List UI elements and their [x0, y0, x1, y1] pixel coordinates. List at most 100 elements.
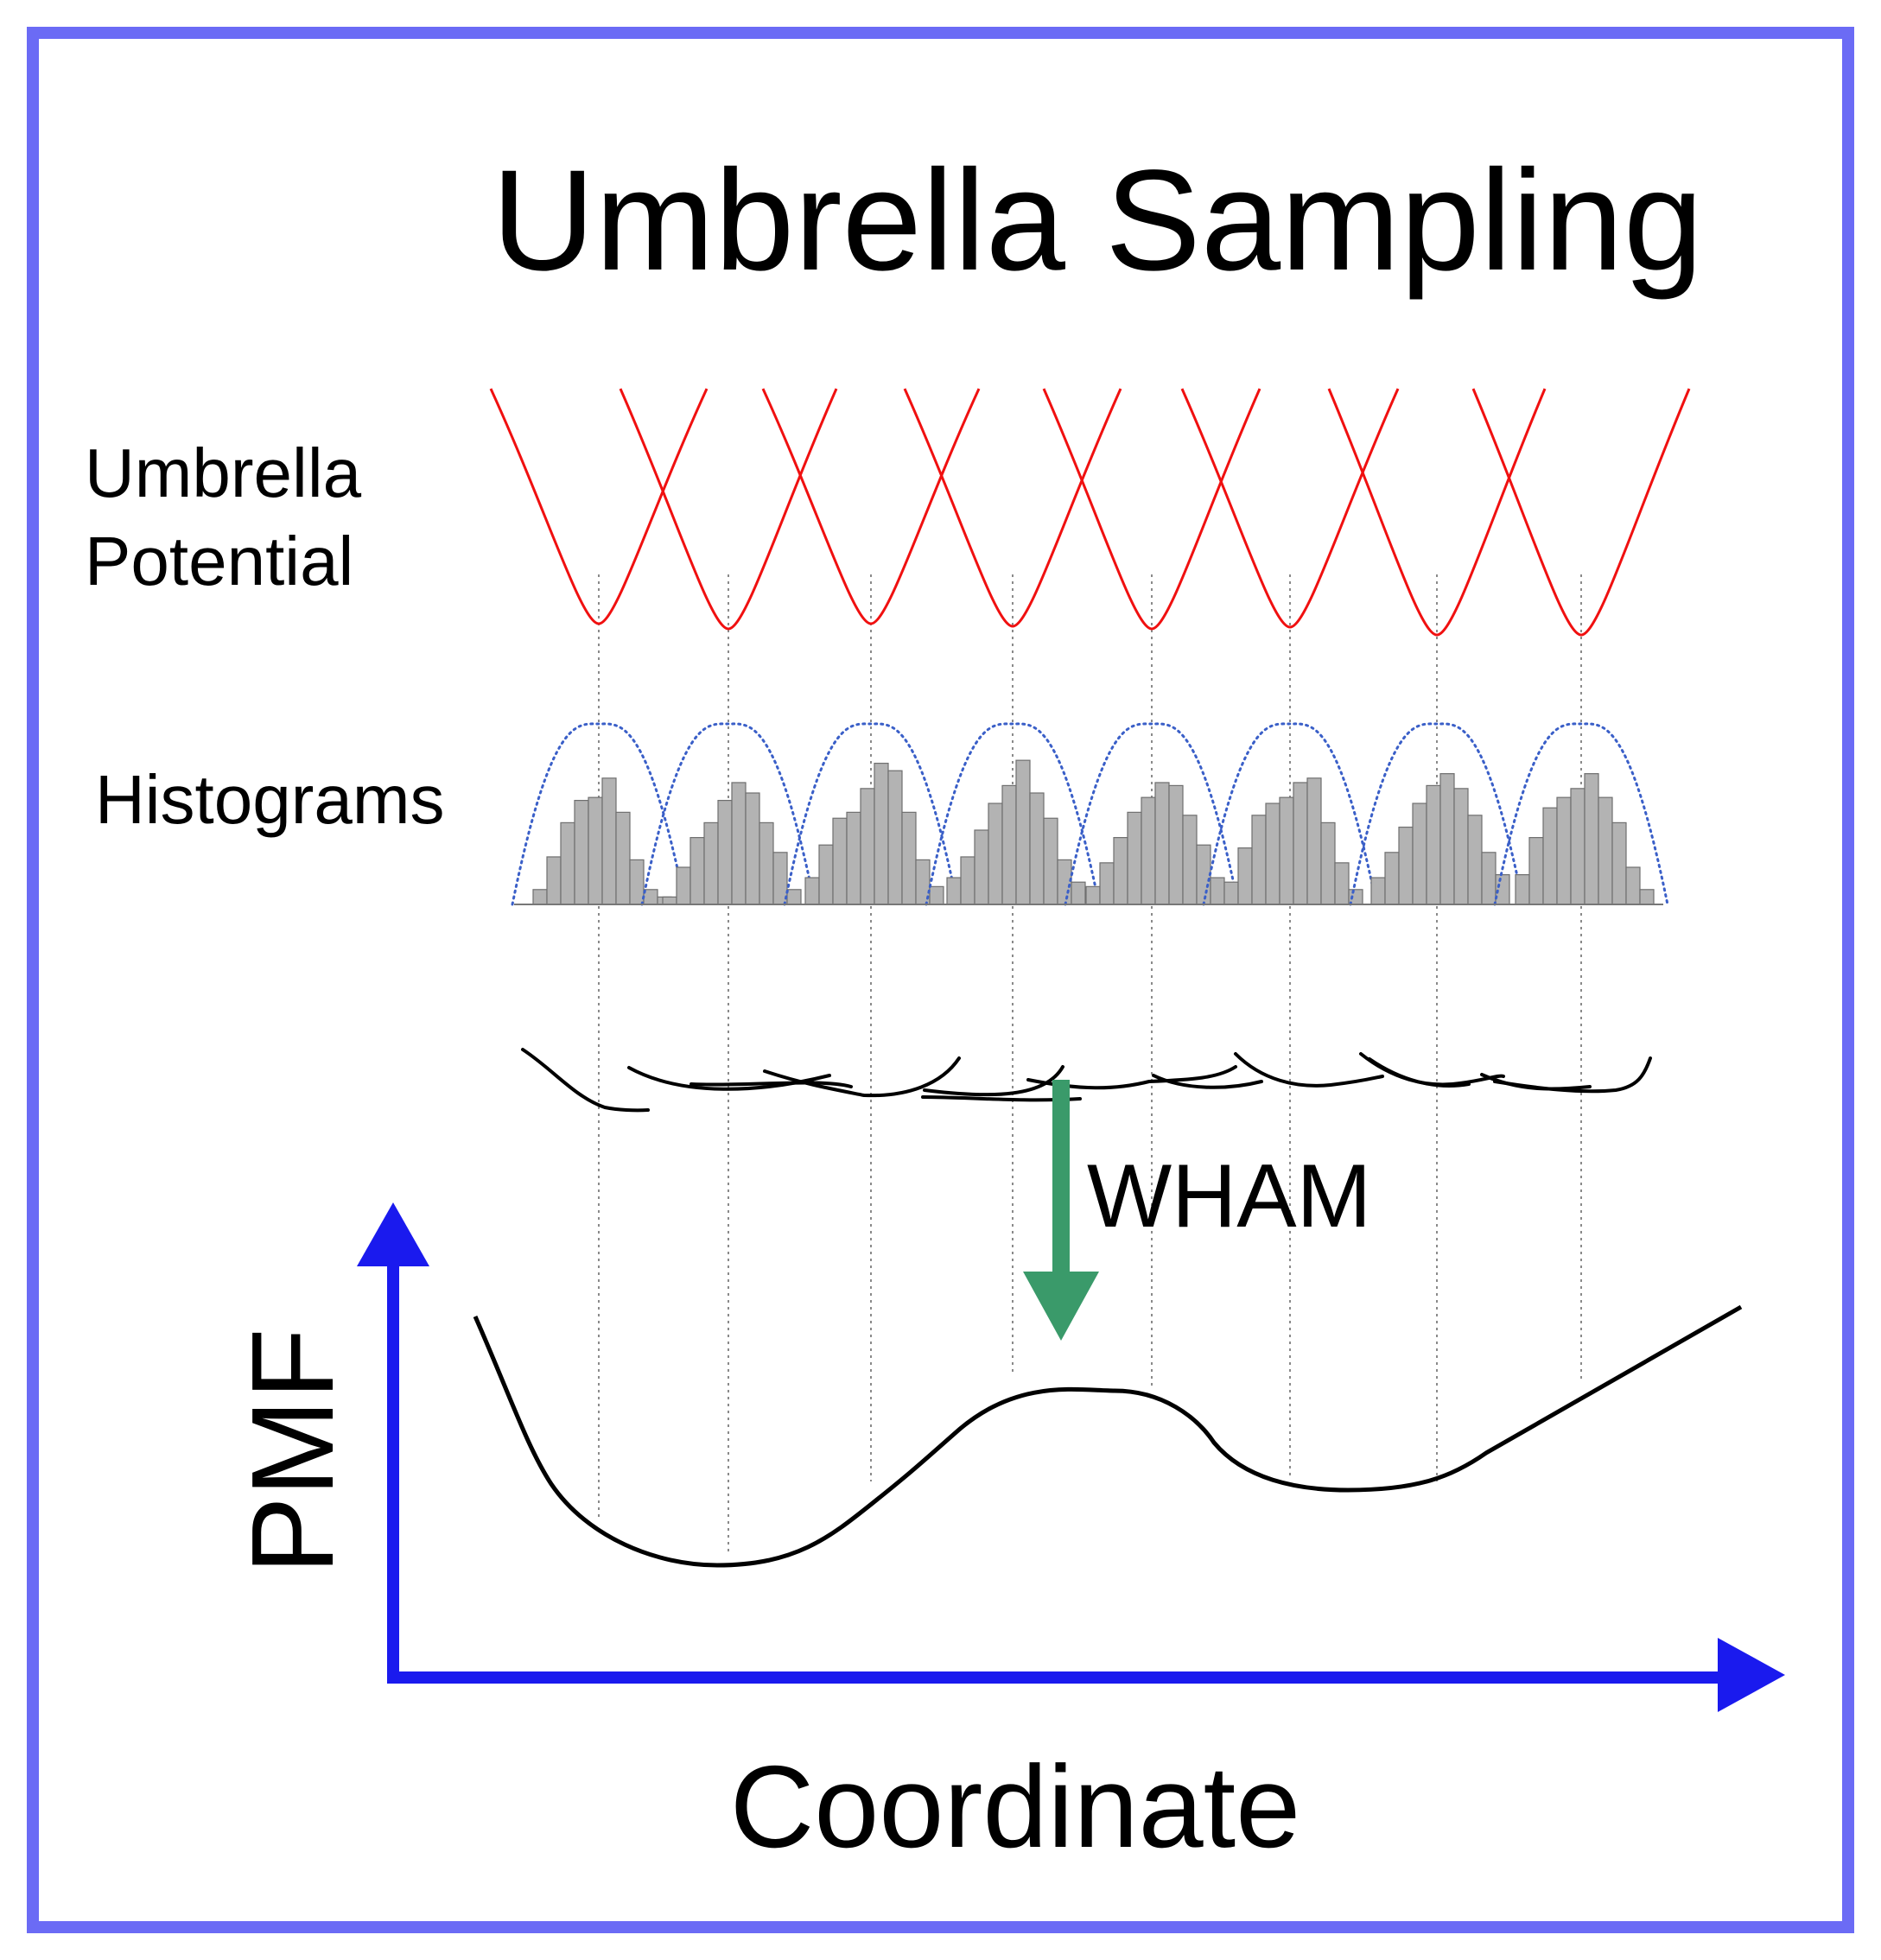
x-axis-label: Coordinate — [730, 1741, 1300, 1872]
histogram-bar — [1384, 852, 1400, 905]
histogram-bar — [1182, 815, 1198, 905]
umbrella-potential-label-line2: Potential — [85, 523, 353, 599]
fragment-curve — [763, 1056, 961, 1098]
histogram-bar — [1279, 796, 1294, 905]
histogram-bar — [689, 836, 705, 905]
histogram-bar — [1071, 881, 1086, 905]
histogram-bar — [1223, 881, 1239, 905]
up-arrow-icon — [357, 1202, 429, 1266]
histogram-bar — [1598, 796, 1613, 905]
histogram-row — [511, 722, 1669, 906]
histogram-bar — [629, 859, 645, 905]
histogram-bar — [1481, 852, 1497, 905]
histogram-bar — [1210, 877, 1225, 905]
histogram-bar — [1113, 836, 1128, 905]
umbrella-potential-curve — [619, 388, 838, 631]
histogram-bar — [1439, 773, 1455, 905]
fragment-curve — [923, 1065, 1064, 1097]
histogram-bar — [1085, 885, 1101, 905]
histogram-envelope — [925, 722, 1101, 906]
histogram-bar — [1196, 844, 1211, 905]
histogram-bar — [1320, 821, 1336, 905]
histogram-bar — [786, 889, 802, 905]
umbrella-potential-curve — [1042, 388, 1261, 631]
histogram-bar — [532, 889, 548, 905]
histogram-bar — [860, 788, 875, 905]
histogram-bar — [1168, 784, 1184, 905]
histogram-bar — [1542, 807, 1558, 905]
wham-label: WHAM — [1087, 1146, 1371, 1246]
histogram-envelope — [1493, 722, 1669, 906]
figure-title: Umbrella Sampling — [492, 141, 1703, 301]
histograms-label: Histograms — [95, 761, 445, 838]
histogram-bar — [1251, 815, 1267, 905]
histogram-bar — [745, 792, 760, 905]
histogram-bar — [1029, 792, 1045, 905]
histogram-bar — [960, 856, 975, 905]
histogram-bar — [874, 762, 889, 905]
umbrella-potential-label-line1: Umbrella — [85, 434, 362, 511]
histogram-bar — [1334, 862, 1350, 905]
umbrella-potential-row — [489, 388, 1691, 637]
histogram-bar — [1453, 788, 1469, 905]
histogram-envelope — [1202, 722, 1378, 906]
fragment-curve — [689, 1081, 853, 1088]
histogram-bar — [804, 877, 820, 905]
histogram-bar — [988, 802, 1003, 905]
fragment-curve — [1234, 1052, 1384, 1088]
histogram-bar — [574, 799, 589, 905]
histogram-bar — [1099, 862, 1115, 905]
histogram-bar — [1293, 782, 1308, 905]
histogram-bar — [1412, 802, 1427, 905]
histogram-bar — [1265, 802, 1280, 905]
pmf-curve — [473, 1304, 1743, 1568]
histogram-bar — [1467, 815, 1483, 905]
histogram-bar — [546, 856, 562, 905]
down-arrow-icon — [1023, 1080, 1099, 1341]
histogram-bar — [832, 817, 848, 905]
histogram-bar — [1154, 782, 1170, 905]
fragment-curve — [521, 1048, 650, 1113]
histogram-envelope — [783, 722, 959, 906]
umbrella-potential-curve — [1180, 388, 1400, 629]
histogram-bar — [846, 811, 861, 905]
y-axis-label: PMF — [227, 1329, 358, 1575]
histogram-bar — [601, 777, 617, 905]
histogram-bar — [662, 896, 677, 905]
histogram-bar — [1237, 847, 1253, 905]
histogram-bar — [1398, 826, 1414, 905]
histogram-bar — [560, 821, 575, 905]
histogram-bar — [676, 866, 691, 905]
histogram-bar — [731, 782, 747, 905]
histogram-envelope — [640, 722, 817, 906]
histogram-bar — [1515, 873, 1530, 905]
histogram-bar — [929, 885, 944, 905]
histogram-bar — [588, 796, 603, 905]
fragment-curve — [1493, 1056, 1652, 1094]
histogram-bar — [1127, 811, 1142, 905]
histogram-bar — [887, 770, 903, 905]
fragment-curve — [1368, 1057, 1471, 1088]
histogram-bar — [1057, 859, 1072, 905]
histogram-envelope — [1349, 722, 1525, 906]
right-arrow-icon — [1718, 1638, 1785, 1712]
histogram-bar — [1611, 821, 1627, 905]
histogram-envelope — [511, 722, 687, 906]
umbrella-potential-curve — [903, 388, 1122, 628]
histogram-bar — [1528, 836, 1544, 905]
histogram-bar — [703, 821, 719, 905]
histogram-bar — [1625, 866, 1641, 905]
window-guide-lines — [598, 574, 1582, 1555]
histogram-bar — [1370, 877, 1386, 905]
histogram-bar — [1306, 777, 1322, 905]
histogram-bar — [1556, 796, 1572, 905]
histogram-bar — [1015, 759, 1031, 905]
figure-frame — [27, 27, 1854, 1933]
histogram-envelope — [1064, 722, 1240, 906]
umbrella-potential-curve — [1327, 388, 1547, 637]
umbrella-potential-curve — [1471, 388, 1691, 637]
umbrella-potential-curve — [761, 388, 981, 625]
histogram-bar — [901, 811, 917, 905]
